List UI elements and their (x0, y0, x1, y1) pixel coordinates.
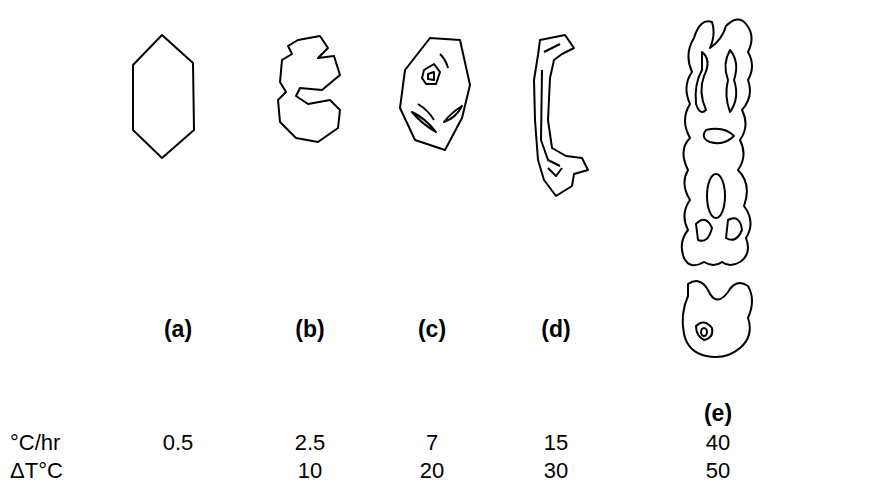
rate-value: 0.5 (163, 432, 194, 454)
crystal-void (704, 129, 734, 143)
row-header: ΔT°C (10, 460, 63, 482)
panel-letter: (e) (704, 402, 732, 425)
crystal-void (696, 220, 712, 241)
crystal-void (725, 50, 736, 112)
crystal-outline (682, 19, 752, 265)
crystal-void (707, 174, 725, 218)
crystal-void (696, 322, 712, 340)
panel-letter: (d) (541, 318, 570, 341)
crystal-notch (548, 168, 562, 176)
rate-value: 2.5 (295, 432, 326, 454)
panel-letter: (b) (295, 318, 324, 341)
panel-letter: (a) (164, 318, 192, 341)
inclusion (428, 72, 434, 80)
inclusion (422, 64, 440, 84)
inclusion (418, 104, 434, 120)
rate-value: 7 (426, 432, 438, 454)
delta-t-value: 20 (420, 460, 444, 482)
panel-letter: (c) (418, 318, 446, 341)
crystal-outline (278, 36, 340, 142)
crystal-inner (541, 44, 560, 166)
crystal-outline (133, 35, 194, 158)
crystal-outline (400, 38, 470, 150)
crystal-outline (534, 35, 588, 196)
crystal-void (696, 52, 708, 112)
rate-value: 40 (706, 432, 730, 454)
delta-t-value: 50 (706, 460, 730, 482)
rate-value: 15 (544, 432, 568, 454)
crystal-void (701, 328, 707, 336)
inclusion (440, 54, 448, 68)
crystal-void (726, 218, 742, 239)
inclusion (412, 112, 436, 132)
delta-t-value: 10 (298, 460, 322, 482)
row-header: °C/hr (10, 432, 60, 454)
inclusion (444, 106, 462, 122)
delta-t-value: 30 (544, 460, 568, 482)
crystal-outline (683, 281, 752, 357)
